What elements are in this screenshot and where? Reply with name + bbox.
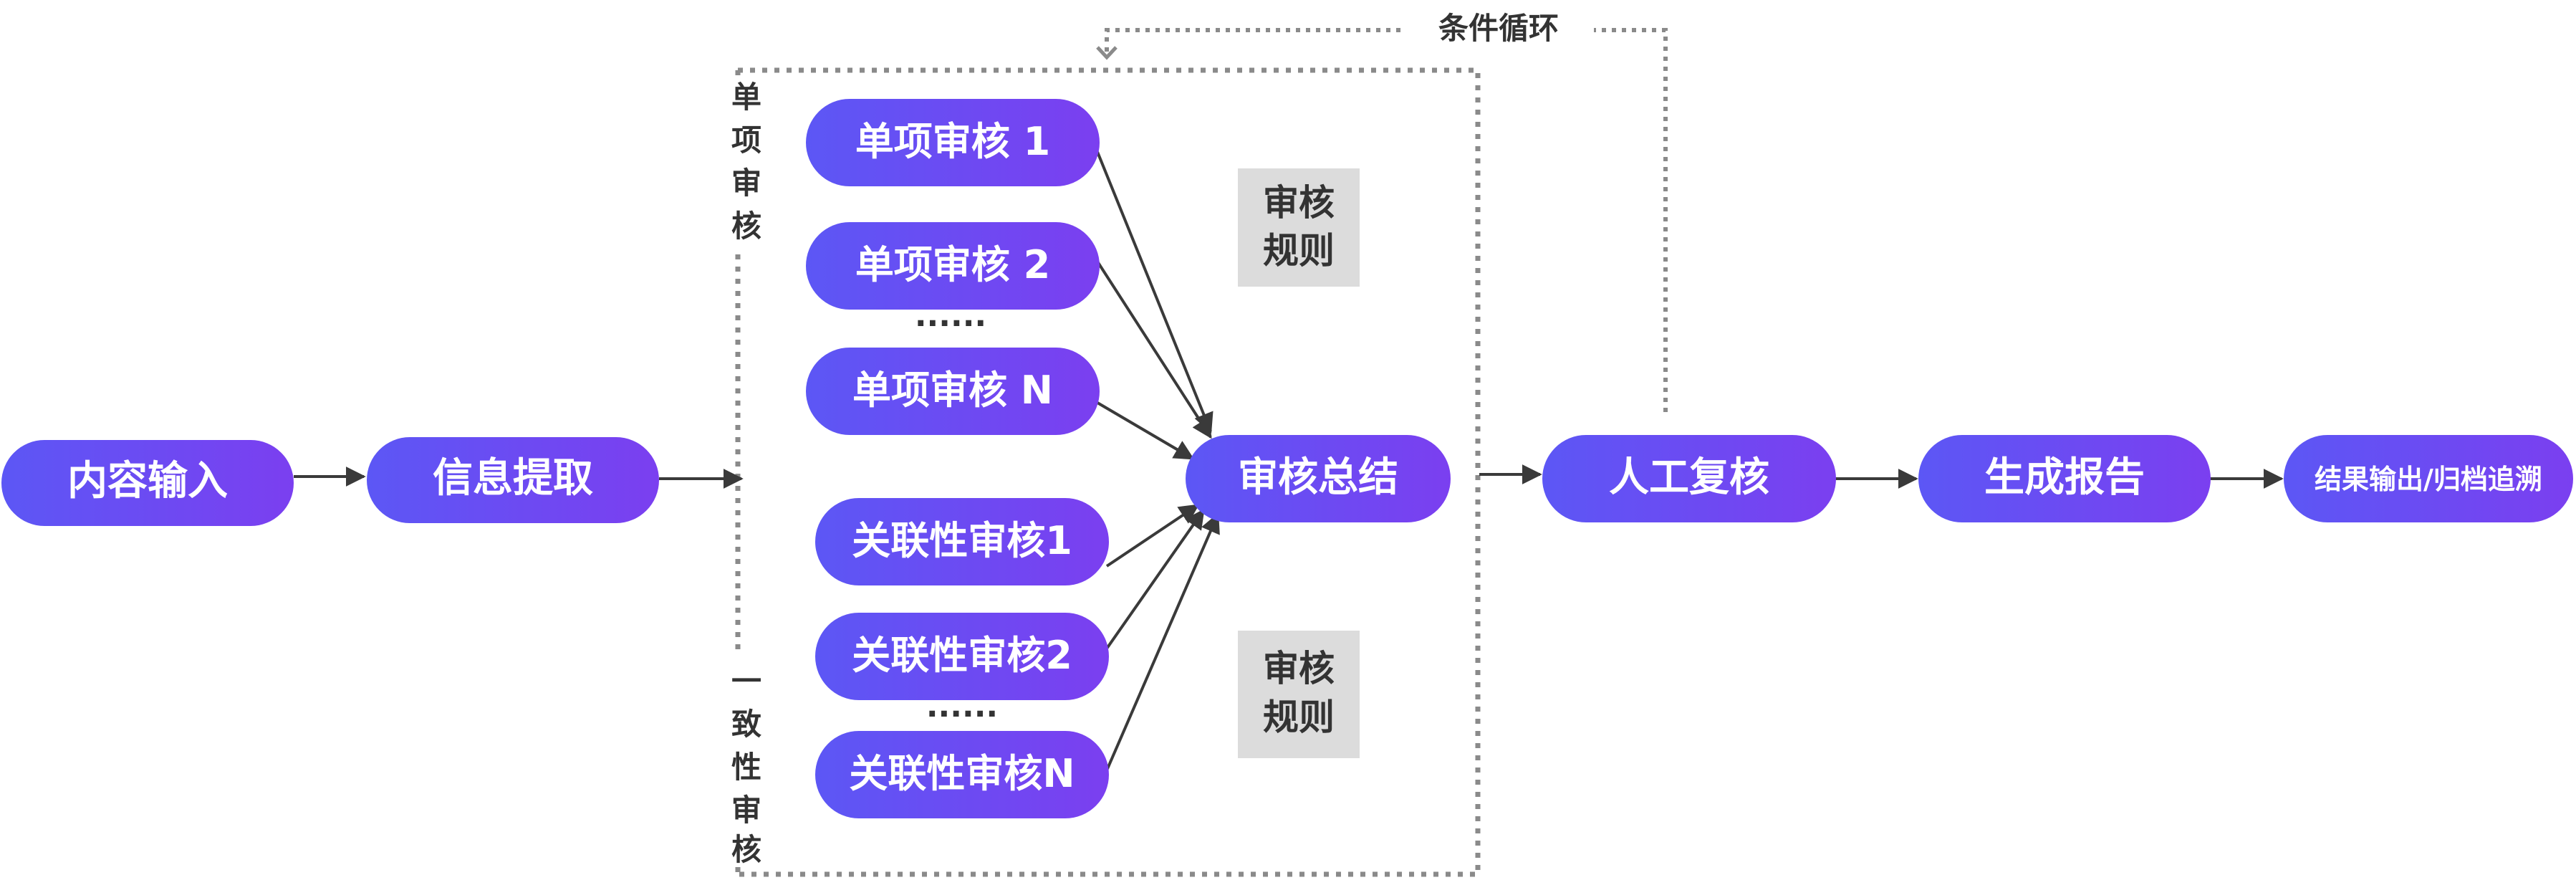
node-single-review-2-label: 单项审核 2 [855,242,1050,287]
node-info-extract[interactable]: 信息提取 [367,437,659,523]
node-assoc-review-1-label: 关联性审核1 [852,518,1072,563]
node-content-input-label: 内容输入 [67,458,228,504]
side-label-single: 单 项 审 核 [731,80,761,244]
node-single-review-n[interactable]: 单项审核 N [806,348,1100,435]
node-output-archive-label: 结果输出/归档追溯 [2315,464,2542,495]
side-label-consistency-char: 审 [731,793,761,828]
node-single-review-1-label: 单项审核 1 [855,119,1050,164]
conditional-loop: 条件循环 [1096,11,1668,412]
arrow-singlen-to-summary [1096,401,1195,460]
side-label-single-char: 审 [731,166,761,201]
node-review-summary[interactable]: 审核总结 [1186,435,1451,522]
side-label-consistency: 一 致 性 审 核 [731,664,761,867]
rule-box-upper-line2: 规则 [1263,230,1335,272]
side-label-consistency-char: 核 [731,832,761,867]
rule-box-lower-line2: 规则 [1263,697,1335,738]
arrow-single2-to-summary [1096,260,1212,439]
node-generate-report[interactable]: 生成报告 [1918,435,2211,522]
node-single-review-n-label: 单项审核 N [852,368,1053,413]
side-label-single-char: 核 [731,209,761,244]
arrow-assoc1-to-summary [1105,504,1200,568]
rule-box-upper-line1: 审核 [1263,182,1335,224]
node-assoc-review-n-label: 关联性审核N [849,751,1075,796]
node-single-review-1[interactable]: 单项审核 1 [806,99,1100,186]
rule-box-lower: 审核 规则 [1238,631,1360,758]
node-generate-report-label: 生成报告 [1984,454,2145,501]
rule-box-upper: 审核 规则 [1238,168,1360,287]
side-label-consistency-char: 性 [731,750,761,785]
review-stage-container [735,67,1481,877]
node-manual-review-label: 人工复核 [1609,454,1769,501]
arrow-single1-to-summary [1096,151,1213,434]
node-output-archive[interactable]: 结果输出/归档追溯 [2284,435,2573,522]
node-single-review-2[interactable]: 单项审核 2 [806,222,1100,310]
side-label-single-char: 单 [731,80,761,115]
side-label-consistency-char: 致 [731,707,761,742]
side-label-single-char: 项 [731,123,761,158]
node-assoc-review-n[interactable]: 关联性审核N [815,731,1109,818]
single-review-ellipsis: ...... [915,297,986,334]
arrow-assocn-to-summary [1105,512,1220,771]
assoc-review-ellipsis: ...... [926,688,998,724]
node-content-input[interactable]: 内容输入 [1,440,294,526]
side-label-consistency-char: 一 [731,664,761,699]
connectors [294,151,2284,771]
arrow-assoc2-to-summary [1105,508,1205,650]
loop-label: 条件循环 [1438,11,1559,46]
node-assoc-review-2[interactable]: 关联性审核2 [815,613,1109,700]
node-assoc-review-1[interactable]: 关联性审核1 [815,498,1109,585]
node-manual-review[interactable]: 人工复核 [1542,435,1836,522]
node-assoc-review-2-label: 关联性审核2 [852,633,1072,678]
node-info-extract-label: 信息提取 [433,455,593,502]
node-review-summary-label: 审核总结 [1238,454,1398,501]
rule-box-lower-line1: 审核 [1263,648,1335,689]
